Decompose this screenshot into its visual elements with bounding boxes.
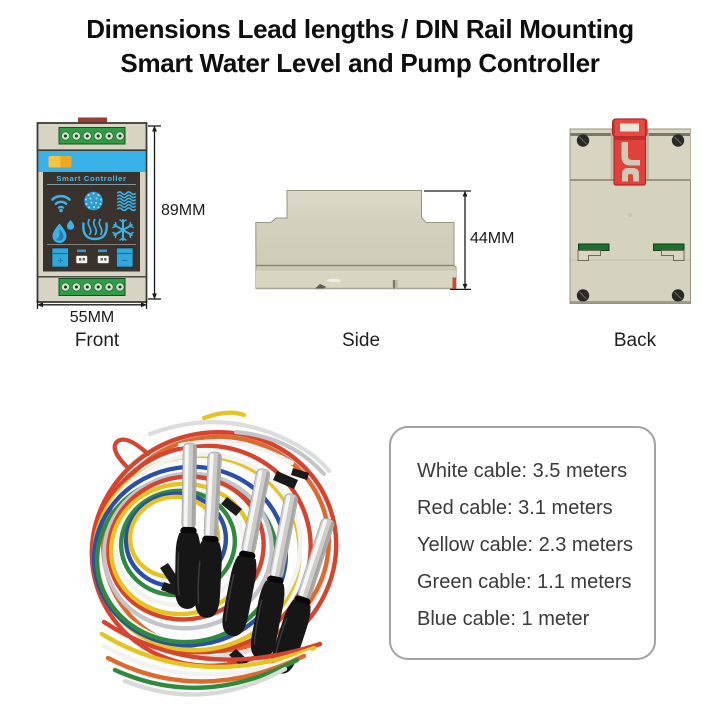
svg-text:Smart Controller: Smart Controller [56, 174, 126, 183]
